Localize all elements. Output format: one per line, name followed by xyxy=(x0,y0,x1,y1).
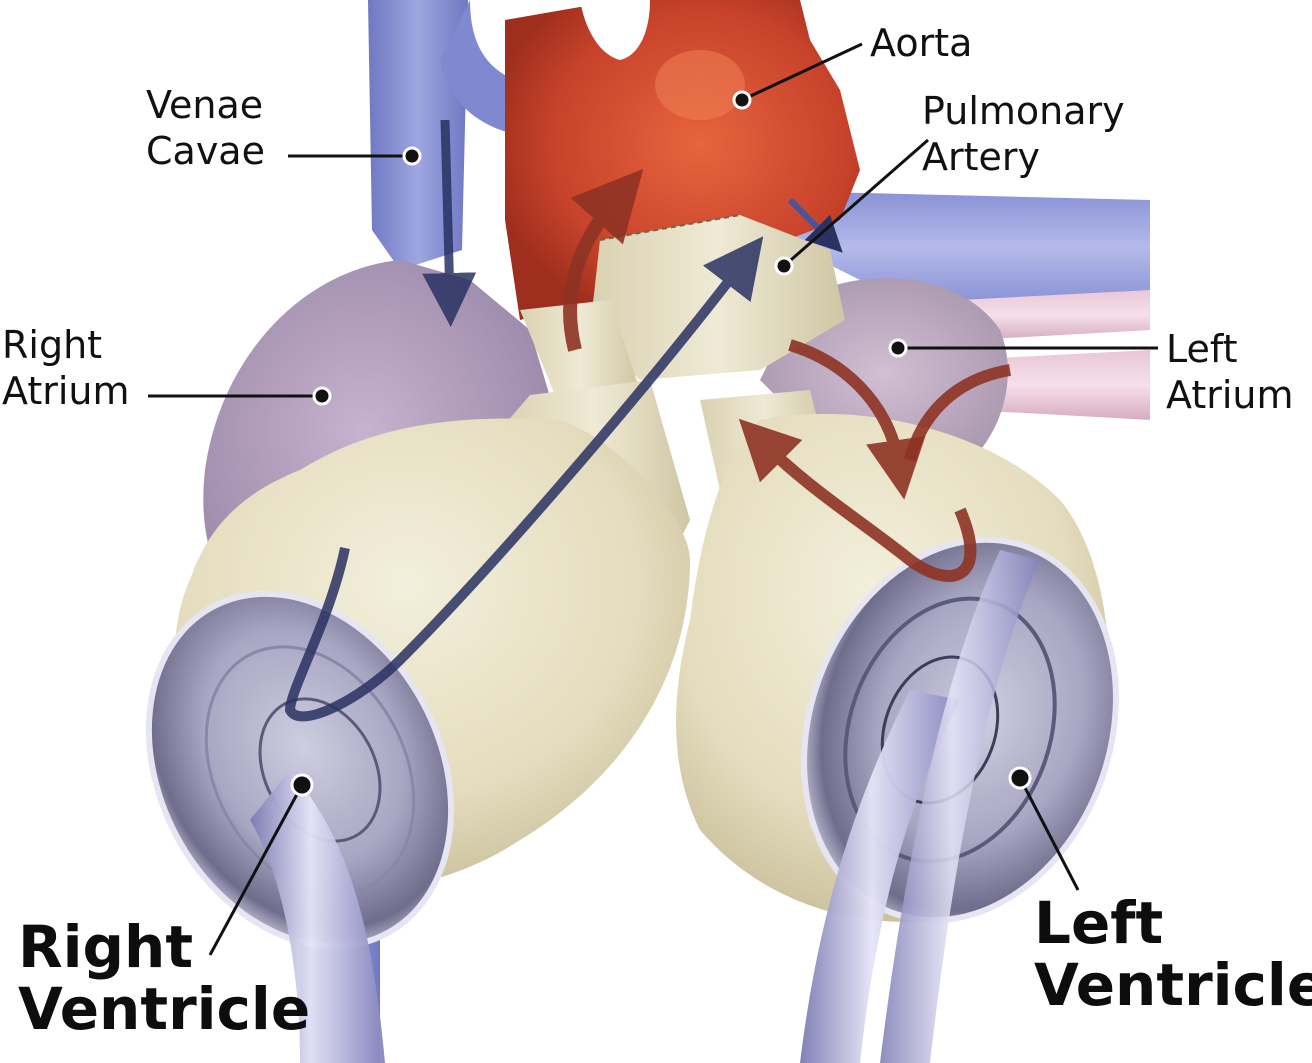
label-left-ventricle-line1: Left xyxy=(1034,889,1164,957)
drive-line-tubes xyxy=(250,550,1040,1063)
leader-venae-cavae xyxy=(288,146,422,166)
label-pulmonary-artery: Pulmonary Artery xyxy=(922,88,1125,180)
label-right-ventricle: Right Ventricle xyxy=(18,916,310,1040)
label-left-ventricle: Left Ventricle xyxy=(1034,892,1312,1016)
leader-right-ventricle xyxy=(208,773,314,956)
label-right-atrium: Right Atrium xyxy=(2,322,130,414)
label-right-ventricle-line1: Right xyxy=(18,913,194,981)
label-right-ventricle-line2: Ventricle xyxy=(18,975,311,1043)
oxygenated-flow-arrows xyxy=(563,168,1012,582)
leader-left-ventricle xyxy=(1008,766,1080,891)
leader-right-atrium xyxy=(148,386,332,406)
label-venae-cavae-line1: Venae xyxy=(146,83,264,127)
leader-lines xyxy=(148,42,1158,956)
label-aorta-line1: Aorta xyxy=(870,21,973,65)
label-left-atrium: Left Atrium xyxy=(1166,326,1294,418)
label-venae-cavae: Venae Cavae xyxy=(146,82,265,174)
label-pulmonary-artery-line2: Artery xyxy=(922,135,1041,179)
leader-pulmonary-artery xyxy=(774,138,929,276)
label-aorta: Aorta xyxy=(870,20,972,66)
leader-aorta xyxy=(732,42,863,110)
label-venae-cavae-line2: Cavae xyxy=(146,129,265,173)
label-pulmonary-artery-line1: Pulmonary xyxy=(922,89,1125,133)
label-left-atrium-line2: Atrium xyxy=(1166,373,1294,417)
label-right-atrium-line2: Atrium xyxy=(2,369,130,413)
label-left-ventricle-line2: Ventricle xyxy=(1034,951,1312,1019)
leader-left-atrium xyxy=(888,338,1158,358)
label-right-atrium-line1: Right xyxy=(2,323,103,367)
label-left-atrium-line1: Left xyxy=(1166,327,1238,371)
